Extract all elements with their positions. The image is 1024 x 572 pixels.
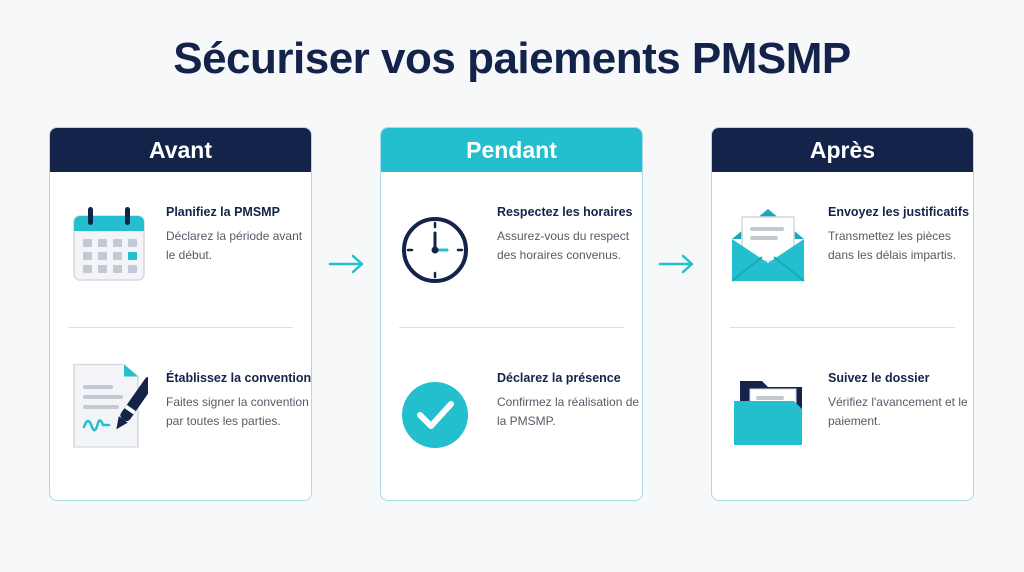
phase-header-pendant: Pendant [381, 128, 642, 172]
phase-card-apres: Après Envoyez les justificatifs Transmet… [711, 127, 974, 501]
phase-card-avant: Avant [49, 127, 312, 501]
step-title: Déclarez la présence [497, 371, 621, 385]
step-planifiez: Planifiez la PMSMP Déclarez la période a… [50, 183, 311, 283]
envelope-icon [732, 183, 810, 283]
divider [730, 327, 955, 328]
step-title: Établissez la convention [166, 371, 312, 385]
phase-header-avant: Avant [50, 128, 311, 172]
step-description: Faites signer la convention par toutes l… [166, 395, 309, 428]
divider [399, 327, 624, 328]
arrow-right-icon [328, 254, 364, 274]
step-title: Planifiez la PMSMP [166, 205, 280, 219]
step-description: Assurez-vous du respect des horaires con… [497, 229, 630, 262]
arrow-right-icon [658, 254, 694, 274]
step-suivez: Suivez le dossier Vérifiez l'avancement … [712, 349, 973, 449]
step-envoyez: Envoyez les justificatifs Transmettez le… [712, 183, 973, 283]
step-title: Envoyez les justificatifs [828, 205, 970, 219]
checkmark-icon [401, 349, 479, 449]
folder-icon [732, 349, 810, 449]
step-description: Confirmez la réalisation de la PMSMP. [497, 395, 640, 428]
step-etablissez: Établissez la convention Faites signer l… [50, 349, 311, 449]
step-title: Suivez le dossier [828, 371, 930, 385]
step-declarez-presence: Déclarez la présence Confirmez la réalis… [381, 349, 642, 449]
signed-document-icon [70, 349, 148, 449]
phase-header-apres: Après [712, 128, 973, 172]
phase-card-pendant: Pendant Respectez les horaires Assurez-v… [380, 127, 643, 501]
page-title: Sécuriser vos paiements PMSMP [173, 34, 851, 83]
divider [68, 327, 293, 328]
calendar-icon [70, 183, 148, 283]
step-description: Transmettez les pièces dans les délais i… [828, 229, 957, 262]
step-description: Déclarez la période avant le début. [166, 229, 303, 262]
step-title: Respectez les horaires [497, 205, 633, 219]
step-description: Vérifiez l'avancement et le paiement. [828, 395, 968, 428]
clock-icon [401, 183, 479, 283]
step-respectez: Respectez les horaires Assurez-vous du r… [381, 183, 642, 283]
